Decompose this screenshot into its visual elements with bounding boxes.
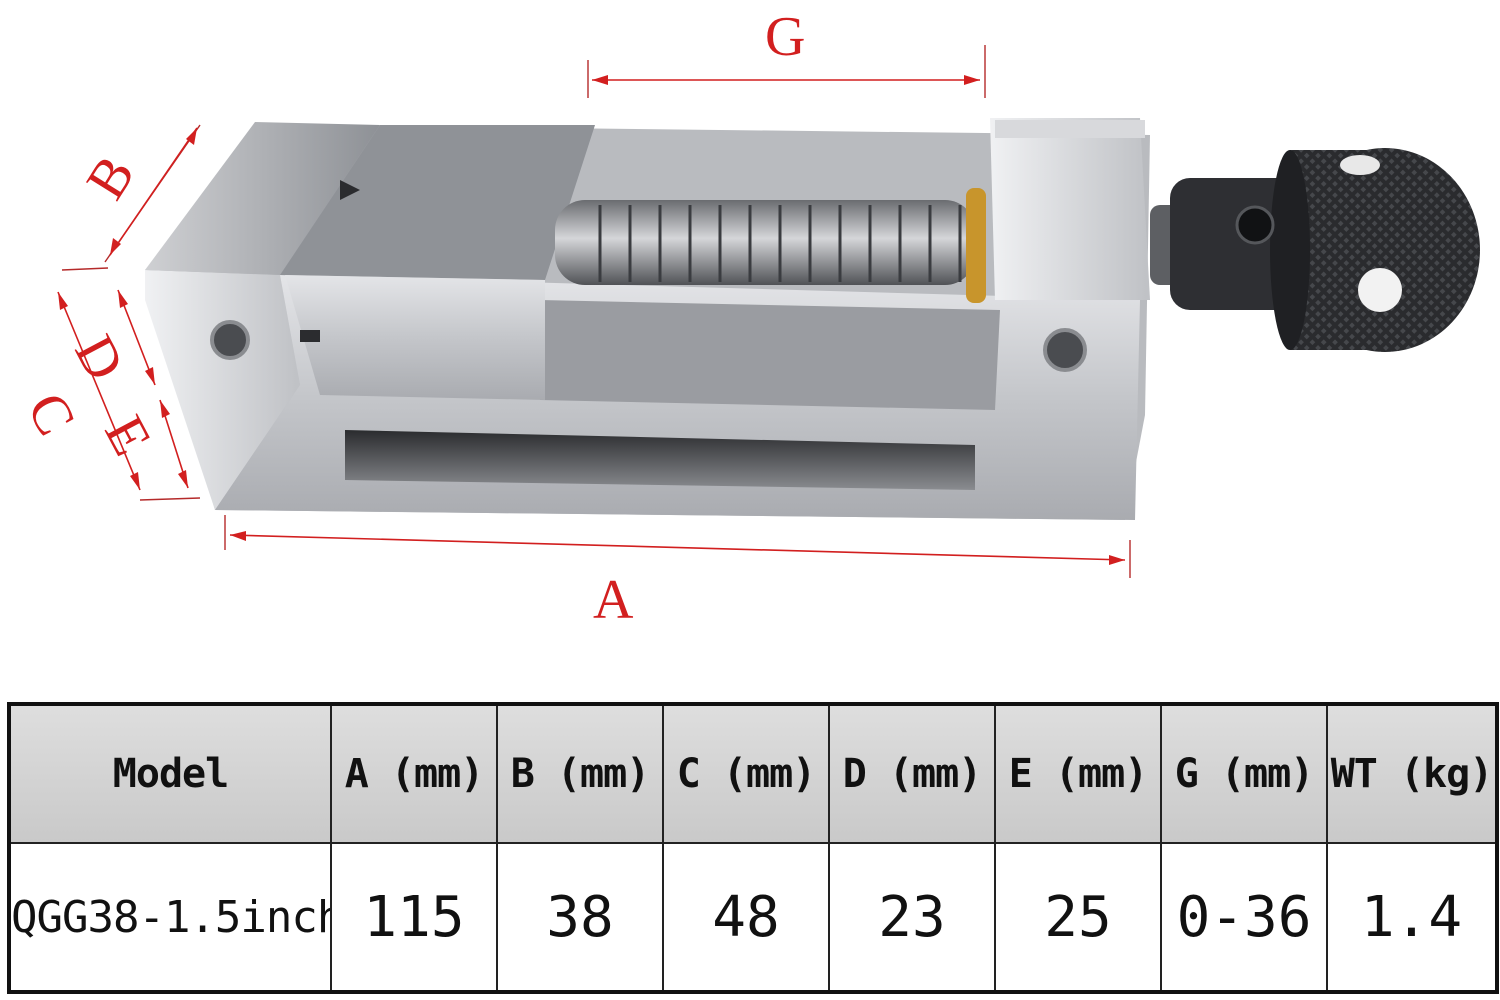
- header-e: E (mm): [994, 703, 1162, 844]
- handle-knob: [1150, 148, 1480, 352]
- dimension-label-C: C: [15, 383, 87, 445]
- dimension-label-D: D: [62, 325, 136, 390]
- cell-wt: 1.4: [1326, 842, 1498, 993]
- fixed-end-block: [990, 118, 1150, 300]
- cell-a: 115: [330, 842, 498, 993]
- dimension-label-G: G: [765, 6, 805, 68]
- header-d: D (mm): [828, 703, 996, 844]
- body-left-side: [145, 270, 300, 510]
- dimension-D: D: [62, 289, 156, 390]
- cell-c: 48: [662, 842, 830, 993]
- cell-e: 25: [994, 842, 1162, 993]
- header-a: A (mm): [330, 703, 498, 844]
- mounting-hole-right: [1043, 328, 1087, 372]
- lead-screw: [555, 188, 986, 303]
- movable-jaw: [145, 122, 595, 400]
- cell-d: 23: [828, 842, 996, 993]
- cell-b: 38: [496, 842, 664, 993]
- body-channel: [540, 300, 1000, 410]
- table-header-row: Model A (mm) B (mm) C (mm) D (mm) E (mm)…: [8, 703, 1498, 844]
- header-g: G (mm): [1160, 703, 1328, 844]
- dimension-label-E: E: [92, 406, 163, 465]
- cell-model: QGG38-1.5inch: [8, 842, 332, 993]
- dimension-label-A: A: [593, 569, 634, 631]
- knob-hole: [1358, 268, 1402, 312]
- brass-bushing: [966, 188, 986, 303]
- body-bottom-slot: [345, 430, 975, 490]
- dimension-label-B: B: [75, 145, 147, 210]
- header-wt: WT (kg): [1326, 703, 1498, 844]
- cell-g: 0-36: [1160, 842, 1328, 993]
- header-c: C (mm): [662, 703, 830, 844]
- mounting-hole-left: [210, 320, 250, 360]
- table-row: QGG38-1.5inch 115 38 48 23 25 0-36 1.4: [8, 842, 1498, 993]
- header-b: B (mm): [496, 703, 664, 844]
- dimension-G: G: [587, 6, 986, 98]
- vise-dimension-diagram: G A B C D E: [15, 6, 1480, 631]
- dimension-E: E: [92, 399, 189, 489]
- dimension-A: A: [224, 515, 1131, 631]
- spec-table: Model A (mm) B (mm) C (mm) D (mm) E (mm)…: [7, 702, 1499, 994]
- header-model: Model: [8, 703, 332, 844]
